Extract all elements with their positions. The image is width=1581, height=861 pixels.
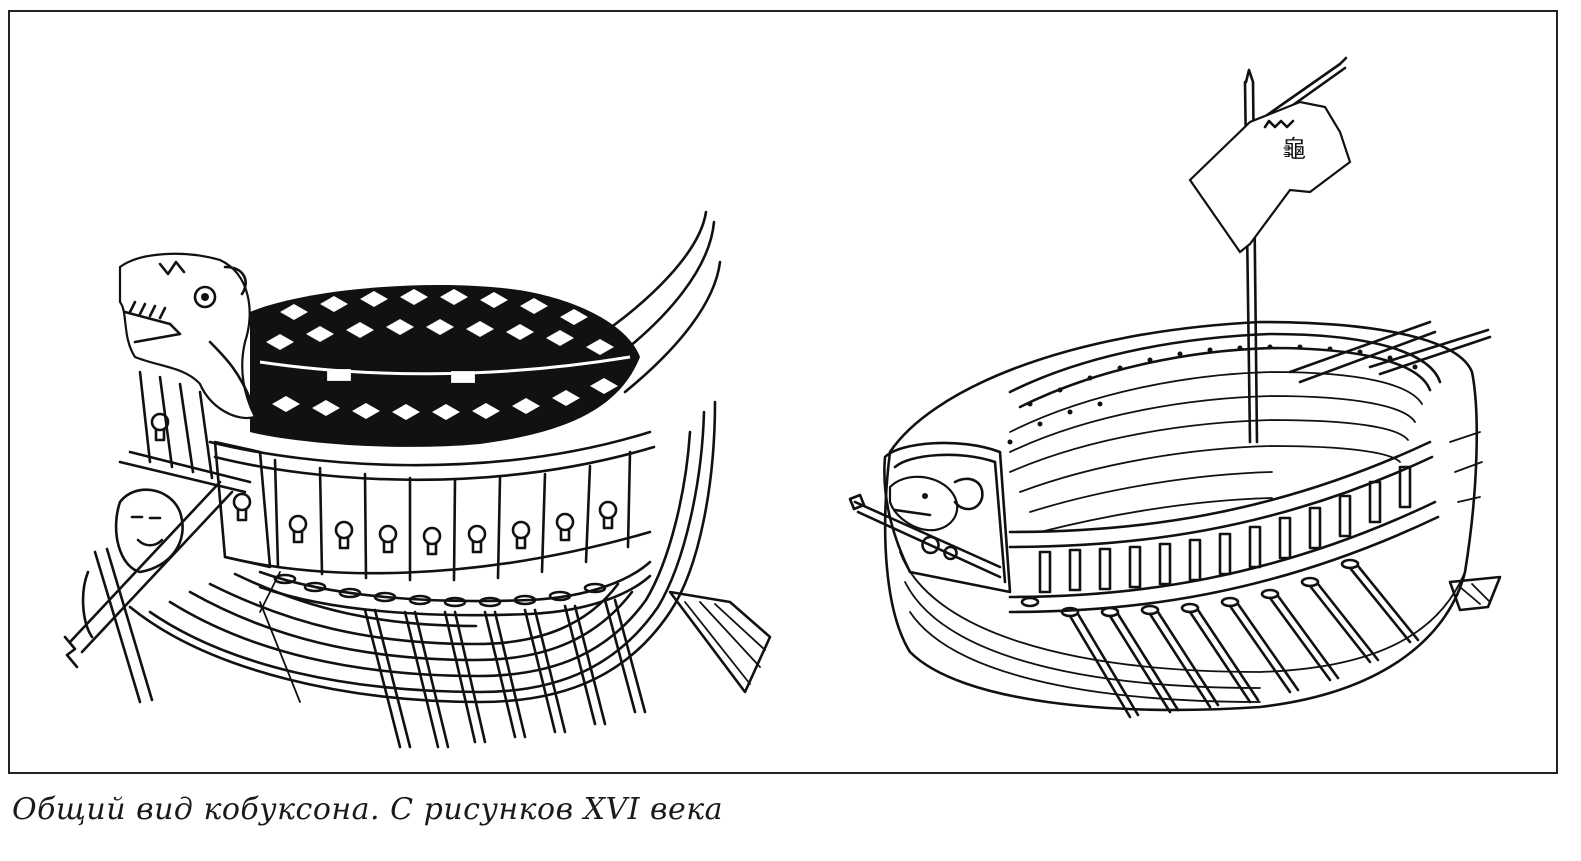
figure-caption: Общий вид кобуксона. С рисунков XVI века xyxy=(12,792,724,827)
figure-illustrations: 龜 xyxy=(63,56,1502,749)
turtle-ship-covered-icon xyxy=(63,210,772,749)
figure-frame: 龜 xyxy=(8,10,1558,774)
flag-glyph: 龜 xyxy=(1282,135,1306,163)
turtle-ship-open-icon: 龜 xyxy=(848,56,1502,719)
